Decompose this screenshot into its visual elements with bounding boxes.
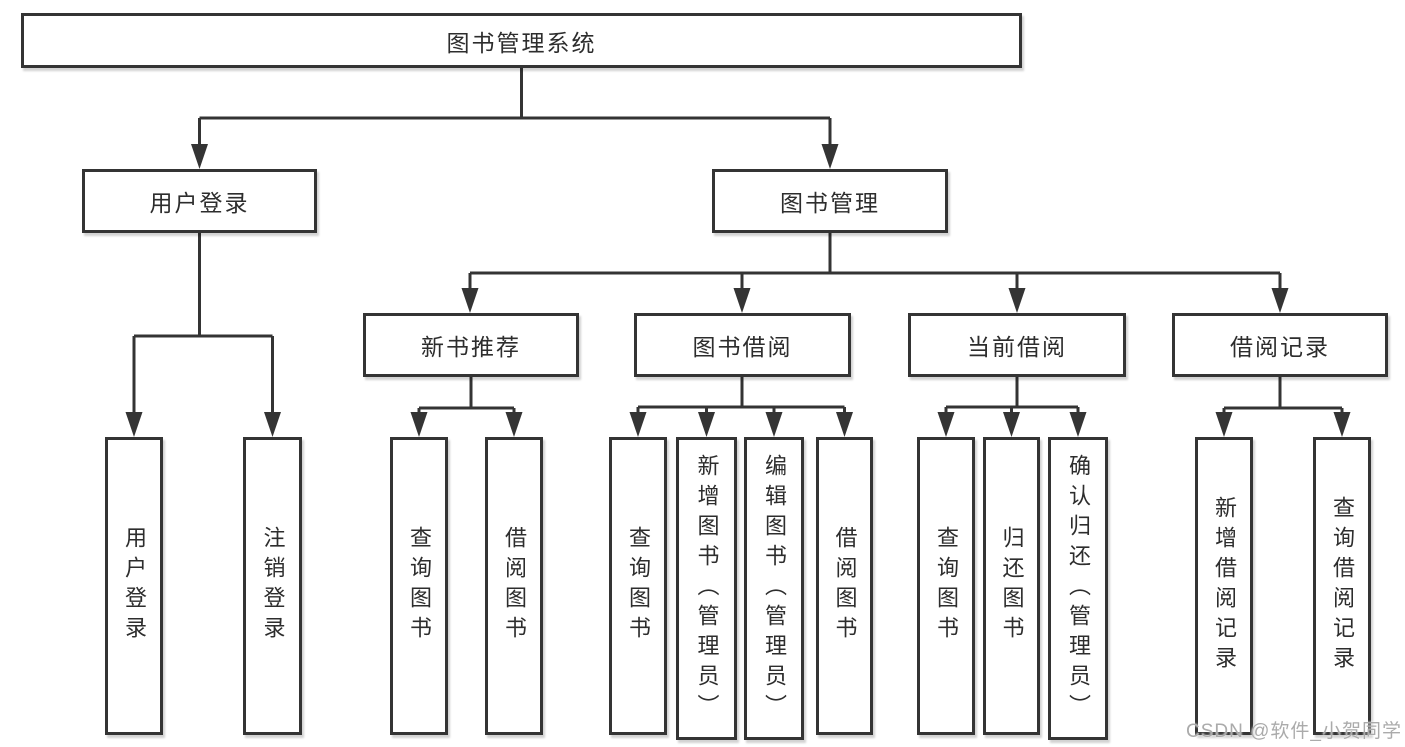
node-label: 新增图书（管理员） [694, 453, 720, 724]
node-label: 图书管理 [780, 190, 880, 216]
node-label: 归还图书 [999, 526, 1025, 646]
node-library-management-system: 图书管理系统 [21, 13, 1022, 68]
leaf-query-books-current: 查询图书 [917, 437, 975, 735]
node-label: 新书推荐 [421, 334, 521, 360]
node-label: 注销登录 [260, 526, 286, 646]
leaf-query-borrow-record: 查询借阅记录 [1313, 437, 1371, 735]
node-current-borrowing: 当前借阅 [908, 313, 1126, 377]
leaf-user-login: 用户登录 [105, 437, 163, 735]
node-label: 图书管理系统 [446, 29, 597, 56]
node-label: 用户登录 [149, 190, 250, 216]
node-label: 用户登录 [122, 526, 147, 646]
node-borrowing-records: 借阅记录 [1172, 313, 1388, 377]
node-new-book-recommendation: 新书推荐 [363, 313, 579, 377]
node-label: 查询图书 [626, 526, 651, 646]
node-label: 查询图书 [407, 526, 432, 646]
node-label: 查询借阅记录 [1330, 496, 1355, 676]
watermark: CSDN @软件_小贺同学 [1186, 721, 1402, 742]
leaf-query-books-borrowing: 查询图书 [609, 437, 667, 735]
node-label: 确认归还（管理员） [1066, 453, 1091, 724]
arrowheads [125, 144, 1351, 437]
leaf-add-books-admin: 新增图书（管理员） [676, 437, 737, 740]
node-label: 当前借阅 [967, 334, 1067, 360]
node-label: 借阅图书 [502, 526, 527, 646]
leaf-borrow-books-borrowing: 借阅图书 [816, 437, 873, 735]
leaf-return-books: 归还图书 [983, 437, 1040, 735]
node-user-login: 用户登录 [82, 169, 317, 233]
node-label: 编辑图书（管理员） [762, 453, 787, 724]
node-book-borrowing: 图书借阅 [634, 313, 851, 377]
node-label: 查询图书 [934, 526, 959, 646]
leaf-add-borrow-record: 新增借阅记录 [1195, 437, 1253, 735]
node-label: 借阅图书 [832, 526, 858, 646]
leaf-edit-books-admin: 编辑图书（管理员） [744, 437, 804, 740]
node-book-management: 图书管理 [712, 169, 948, 233]
leaf-logout: 注销登录 [243, 437, 302, 735]
node-label: 图书借阅 [692, 334, 793, 360]
leaf-borrow-books-recommend: 借阅图书 [485, 437, 543, 735]
node-label: 借阅记录 [1230, 334, 1330, 360]
node-label: 新增借阅记录 [1212, 496, 1237, 676]
leaf-confirm-return-admin: 确认归还（管理员） [1048, 437, 1108, 740]
leaf-query-books-recommend: 查询图书 [390, 437, 448, 735]
